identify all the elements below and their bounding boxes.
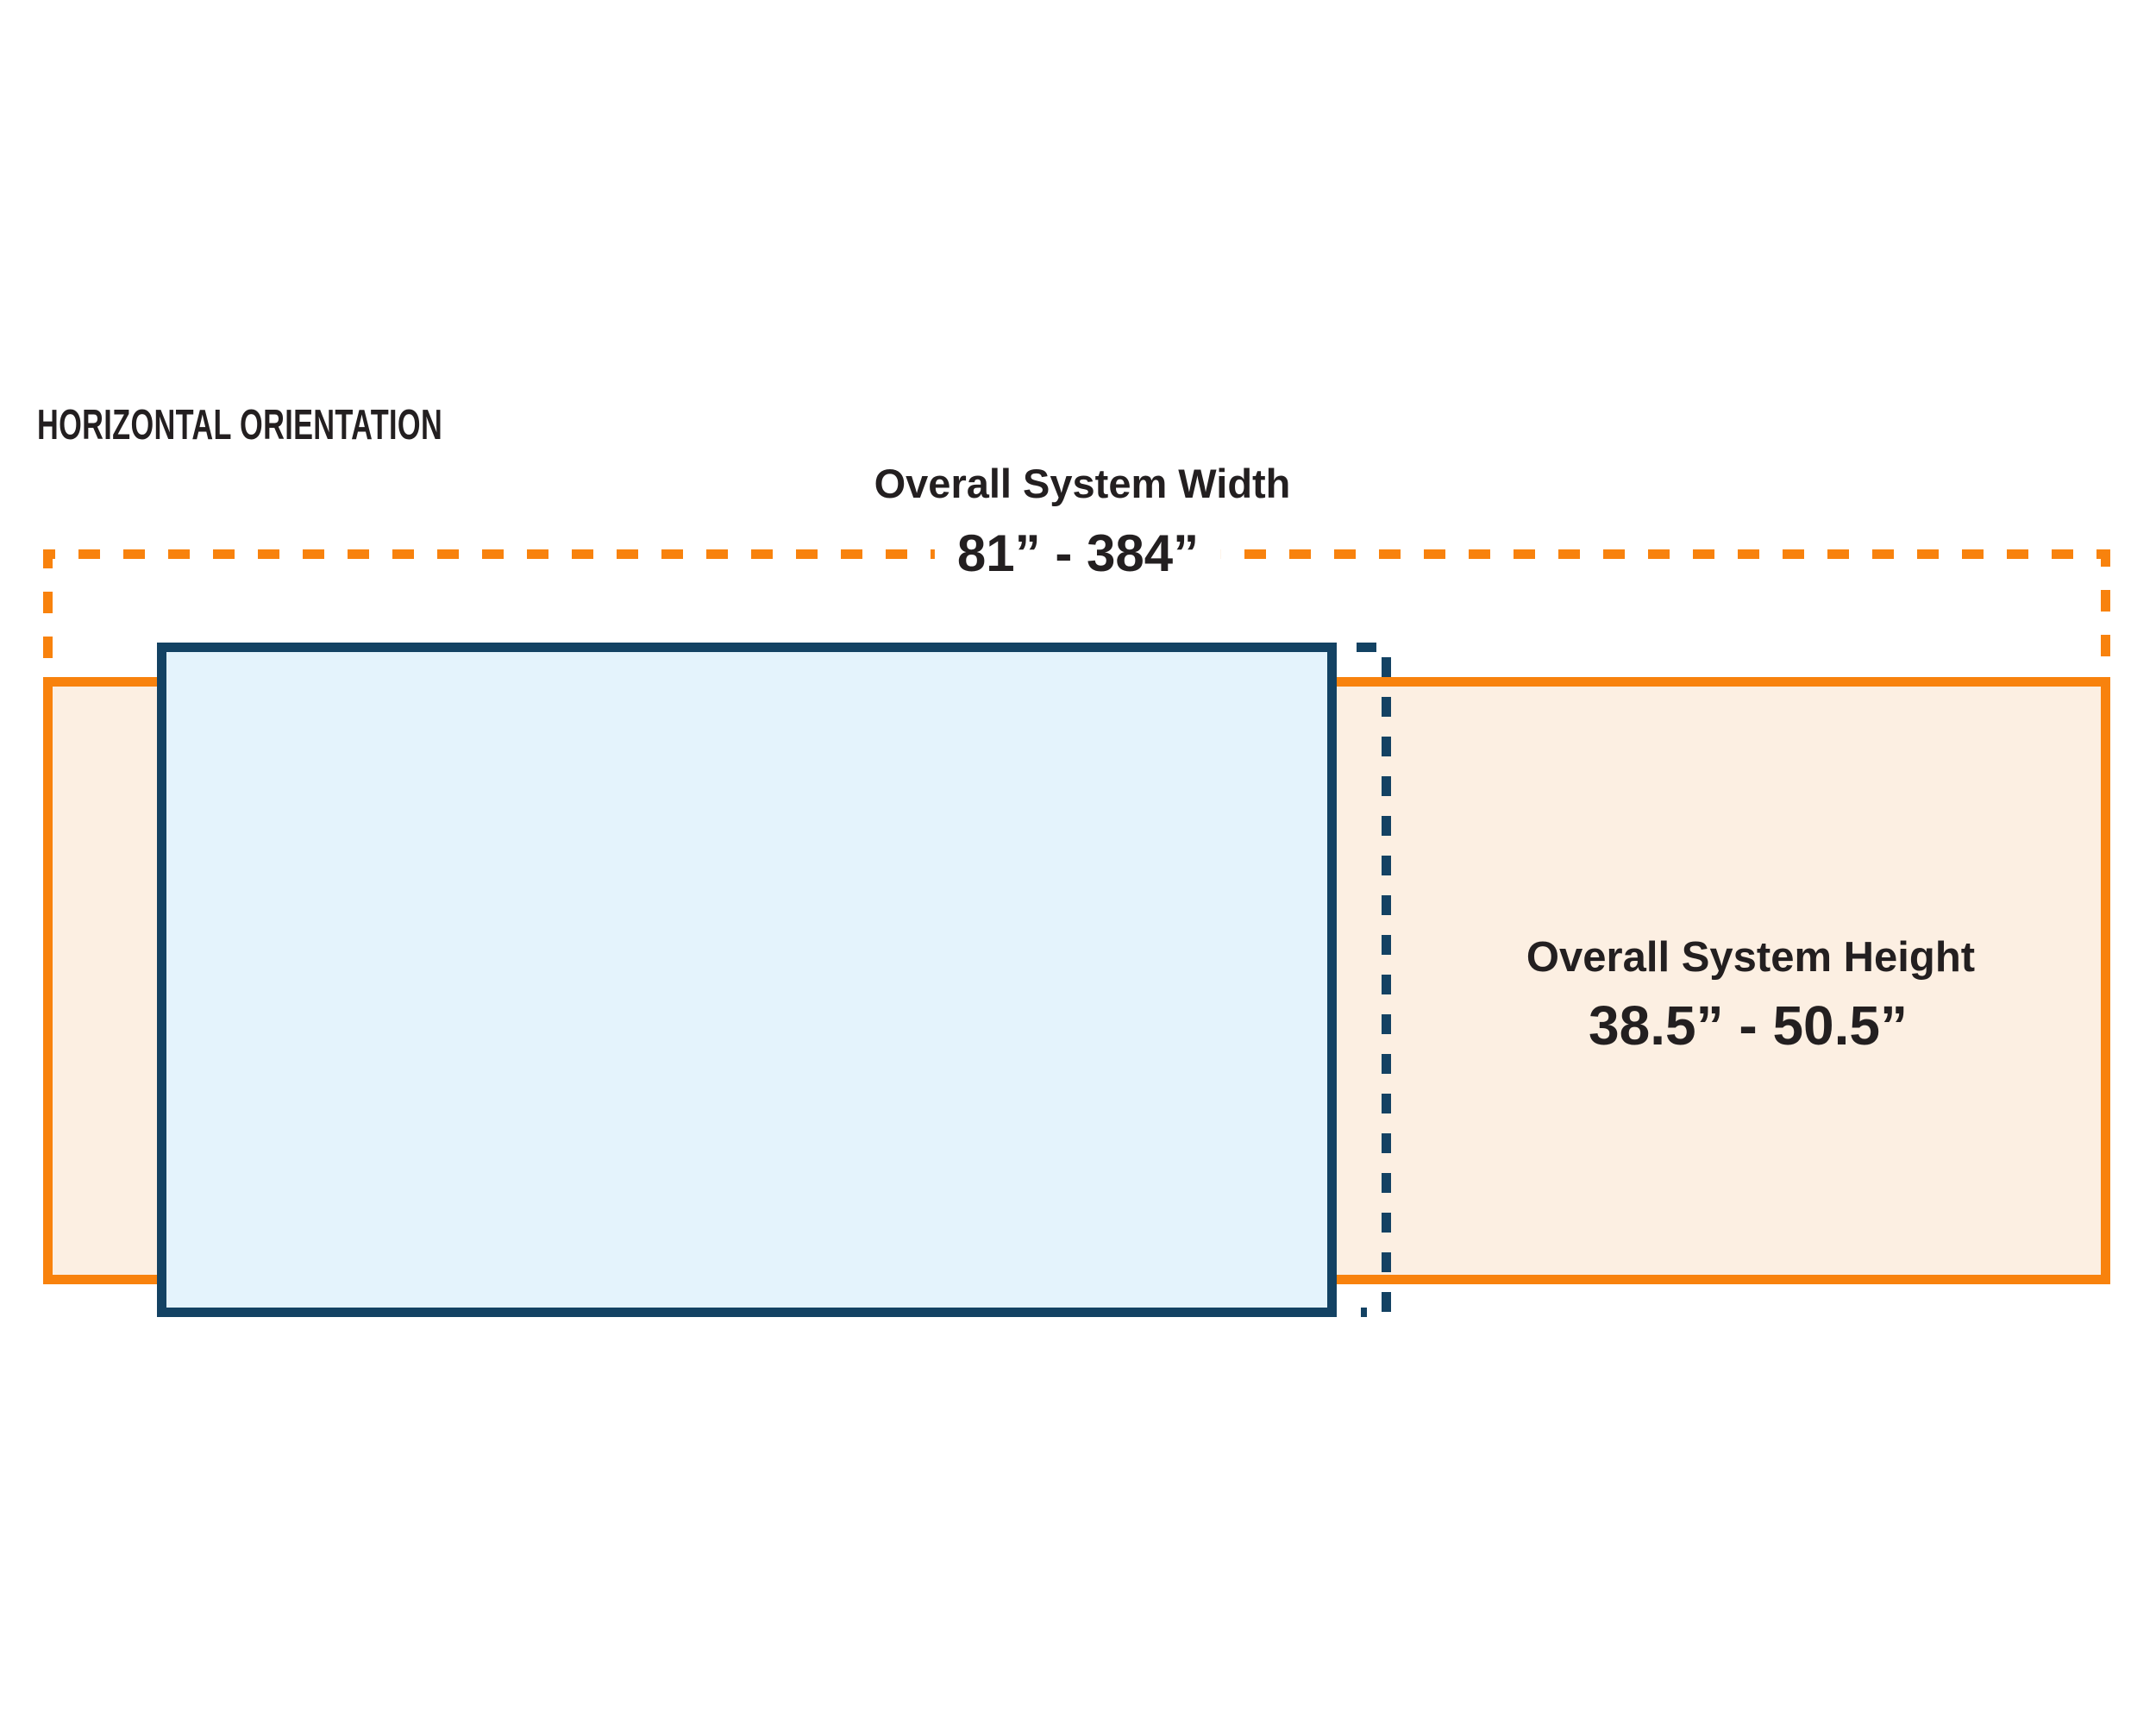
width-dimension-value: 81” - 384”	[934, 523, 1222, 585]
diagram-title: HORIZONTAL ORIENTATION	[37, 402, 443, 448]
width-dimension-label: Overall System Width	[874, 461, 1291, 506]
screen-extension-dashed-line	[1337, 643, 1391, 1317]
height-dimension-value: 38.5” - 50.5”	[1589, 994, 1908, 1057]
height-dimension-label: Overall System Height	[1526, 934, 1976, 981]
screen-rect	[157, 643, 1337, 1317]
